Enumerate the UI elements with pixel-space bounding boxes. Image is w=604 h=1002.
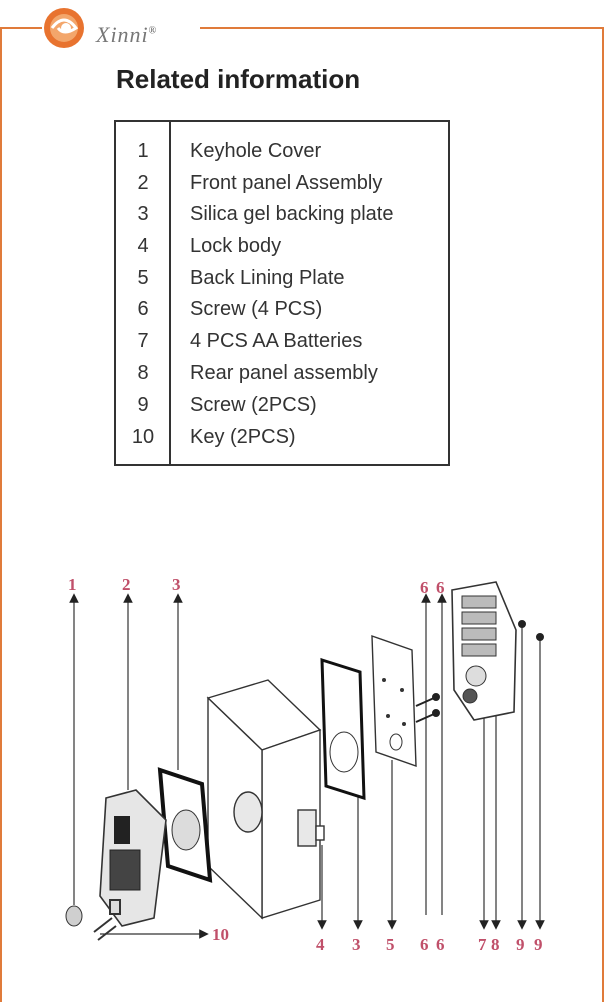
frame-top-border-left: [0, 27, 42, 29]
table-row: 1 Keyhole Cover: [116, 140, 452, 171]
label-bottom-5: 5: [386, 935, 395, 954]
table-row: 3 Silica gel backing plate: [116, 203, 452, 234]
label-bottom-9b: 9: [534, 935, 543, 954]
table-column-divider: [169, 122, 171, 464]
part-name: Lock body: [190, 235, 282, 257]
part-name: 4 PCS AA Batteries: [190, 330, 363, 352]
label-bottom-8: 8: [491, 935, 500, 954]
label-bottom-7: 7: [478, 935, 487, 954]
table-row: 2 Front panel Assembly: [116, 172, 452, 203]
keyhole-cover: [65, 905, 83, 927]
label-top-1: 1: [68, 575, 77, 594]
table-row: 6 Screw (4 PCS): [116, 298, 452, 329]
part-name: Screw (2PCS): [190, 394, 317, 416]
part-name: Keyhole Cover: [190, 140, 322, 162]
back-lining-plate: [371, 635, 417, 767]
label-top-3: 3: [172, 575, 181, 594]
brand-name: Xinni®: [96, 22, 158, 47]
part-number: 10: [131, 426, 155, 448]
label-bottom-6a: 6: [420, 935, 429, 954]
table-row: 9 Screw (2PCS): [116, 394, 452, 425]
part-number: 5: [137, 267, 149, 289]
part-number: 6: [137, 298, 149, 320]
rear-panel-assembly: [451, 581, 517, 721]
part-name: Screw (4 PCS): [190, 298, 323, 320]
table-row: 5 Back Lining Plate: [116, 267, 452, 298]
part-name: Silica gel backing plate: [190, 203, 394, 225]
part-number: 1: [137, 140, 149, 162]
label-top-2: 2: [122, 575, 131, 594]
table-row: 7 4 PCS AA Batteries: [116, 330, 452, 361]
part-number: 8: [137, 362, 149, 384]
part-number: 4: [137, 235, 149, 257]
silica-gel-plate: [157, 657, 366, 883]
part-number: 9: [137, 394, 149, 416]
part-name: Front panel Assembly: [190, 172, 383, 194]
lock-body: [206, 679, 325, 920]
label-bottom-9a: 9: [516, 935, 525, 954]
parts-table: 1 Keyhole Cover 2 Front panel Assembly 3 Si…: [114, 120, 450, 466]
table-row: 8 Rear panel assembly: [116, 362, 452, 393]
part-name: Back Lining Plate: [190, 267, 345, 289]
front-panel-assembly: [99, 789, 167, 927]
table-row: 4 Lock body: [116, 235, 452, 266]
keys: [93, 899, 121, 941]
part-number: 3: [137, 203, 149, 225]
frame-left-border: [0, 27, 2, 1002]
frame-top-border-right: [200, 27, 604, 29]
part-number: 7: [137, 330, 149, 352]
label-side-10: 10: [212, 925, 229, 944]
part-name: Rear panel assembly: [190, 362, 378, 384]
frame-right-border: [602, 27, 604, 1002]
part-name: Key (2PCS): [190, 426, 296, 448]
label-top-6b: 6: [436, 578, 445, 597]
page-title: Related information: [116, 64, 361, 94]
part-number: 2: [137, 172, 149, 194]
brand-logo-icon: [44, 8, 84, 48]
label-bottom-3: 3: [352, 935, 361, 954]
screws: [415, 620, 544, 723]
label-top-6a: 6: [420, 578, 429, 597]
label-bottom-6b: 6: [436, 935, 445, 954]
table-row: 10 Key (2PCS): [116, 426, 452, 457]
exploded-view-diagram: 1 2 3 6 6 4 3 5 6 6 7 8 9 9 10: [65, 575, 545, 954]
label-bottom-4: 4: [316, 935, 325, 954]
